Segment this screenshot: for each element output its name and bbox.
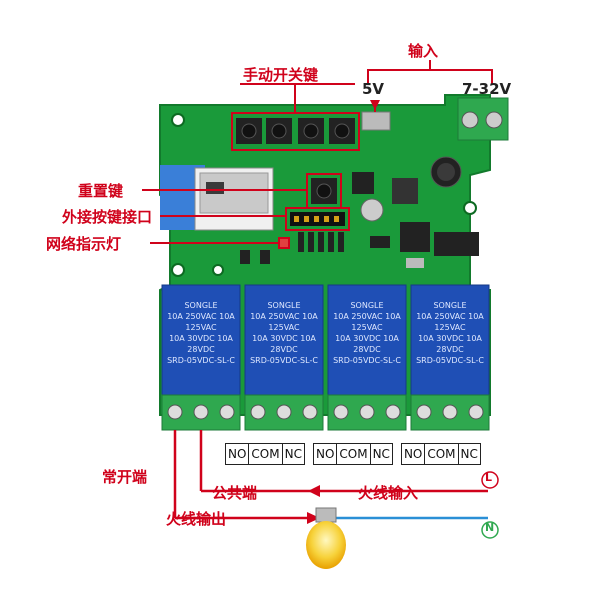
callout-lines bbox=[142, 83, 355, 244]
terminal-nc: NC bbox=[284, 447, 302, 461]
relay-4 bbox=[410, 284, 490, 396]
terminal-legend: NO COM NC NO COM NC NO COM NC bbox=[225, 443, 489, 465]
terminal-nc: NC bbox=[460, 447, 478, 461]
terminal-no: NO bbox=[226, 444, 250, 464]
N-label: N bbox=[485, 521, 495, 534]
terminal-com: COM bbox=[337, 444, 371, 464]
inductor bbox=[392, 178, 418, 204]
common-label: 公共端 bbox=[212, 484, 258, 502]
live-in-label: 火线输入 bbox=[358, 484, 419, 502]
reset-label: 重置键 bbox=[78, 182, 124, 200]
L-label: L bbox=[485, 471, 493, 484]
5v-label: 5V bbox=[362, 80, 385, 98]
relay-brand: SONGLE bbox=[184, 301, 218, 310]
ext-header-highlight bbox=[285, 207, 350, 231]
mounting-hole bbox=[463, 201, 477, 215]
normally-open-label: 常开端 bbox=[102, 468, 148, 486]
terminal-screws bbox=[167, 404, 484, 420]
rf-coil bbox=[434, 232, 479, 256]
relay-spec: 10A 250VAC 10A 125VAC bbox=[250, 312, 318, 332]
terminal-no: NO bbox=[402, 444, 426, 464]
terminal-group-1: NO COM NC bbox=[225, 443, 305, 465]
relay-3-label: SONGLE 10A 250VAC 10A 125VAC 10A 30VDC 1… bbox=[332, 300, 402, 366]
mounting-hole bbox=[212, 264, 224, 276]
mounting-hole bbox=[171, 263, 185, 277]
live-out-label: 火线输出 bbox=[166, 510, 227, 528]
relay-brand: SONGLE bbox=[433, 301, 467, 310]
relay-2 bbox=[244, 284, 324, 396]
relay-brand: SONGLE bbox=[350, 301, 384, 310]
ext-button-label: 外接按键接口 bbox=[62, 208, 153, 226]
relay-model: SRD-05VDC-SL-C bbox=[333, 356, 401, 365]
terminal-com: COM bbox=[425, 444, 459, 464]
N-terminal bbox=[481, 521, 499, 539]
net-led bbox=[278, 237, 290, 249]
net-led-label: 网络指示灯 bbox=[46, 235, 122, 253]
live-wiring bbox=[173, 430, 488, 520]
arrow-out bbox=[307, 512, 320, 524]
terminal-no: NO bbox=[314, 444, 338, 464]
terminal-nc: NC bbox=[372, 447, 390, 461]
relay-spec: 10A 30VDC 10A 28VDC bbox=[169, 334, 233, 354]
module-chip bbox=[206, 182, 224, 194]
relay-spec: 10A 250VAC 10A 125VAC bbox=[333, 312, 401, 332]
relay-1-label: SONGLE 10A 250VAC 10A 125VAC 10A 30VDC 1… bbox=[166, 300, 236, 366]
relay-spec: 10A 30VDC 10A 28VDC bbox=[252, 334, 316, 354]
relay-brand: SONGLE bbox=[267, 301, 301, 310]
usb-port bbox=[361, 111, 391, 131]
terminal-com: COM bbox=[249, 444, 283, 464]
input-label: 输入 bbox=[408, 42, 439, 60]
relay-spec: 10A 250VAC 10A 125VAC bbox=[167, 312, 235, 332]
L-terminal bbox=[481, 471, 499, 489]
manual-buttons bbox=[236, 118, 355, 144]
relay-model: SRD-05VDC-SL-C bbox=[250, 356, 318, 365]
relay-1 bbox=[161, 284, 241, 396]
relay-spec: 10A 250VAC 10A 125VAC bbox=[416, 312, 484, 332]
relay-4-label: SONGLE 10A 250VAC 10A 125VAC 10A 30VDC 1… bbox=[415, 300, 485, 366]
relay-2-label: SONGLE 10A 250VAC 10A 125VAC 10A 30VDC 1… bbox=[249, 300, 319, 366]
mounting-hole bbox=[171, 113, 185, 127]
relay-spec: 10A 30VDC 10A 28VDC bbox=[418, 334, 482, 354]
terminal-group-2: NO COM NC bbox=[312, 443, 393, 465]
buzzer bbox=[360, 198, 384, 222]
small-components bbox=[240, 232, 390, 264]
relay-spec: 10A 30VDC 10A 28VDC bbox=[335, 334, 399, 354]
manual-switch-label: 手动开关键 bbox=[243, 66, 319, 84]
7-32v-label: 7-32V bbox=[462, 80, 512, 98]
mcu-chip bbox=[400, 222, 430, 252]
crystal bbox=[406, 258, 424, 268]
relay-model: SRD-05VDC-SL-C bbox=[167, 356, 235, 365]
relay-3 bbox=[327, 284, 407, 396]
terminal-group-3: NO COM NC bbox=[400, 443, 481, 465]
arrow-in bbox=[308, 485, 320, 497]
light-bulb-icon bbox=[306, 507, 346, 569]
relay-model: SRD-05VDC-SL-C bbox=[416, 356, 484, 365]
regulator bbox=[352, 172, 374, 194]
